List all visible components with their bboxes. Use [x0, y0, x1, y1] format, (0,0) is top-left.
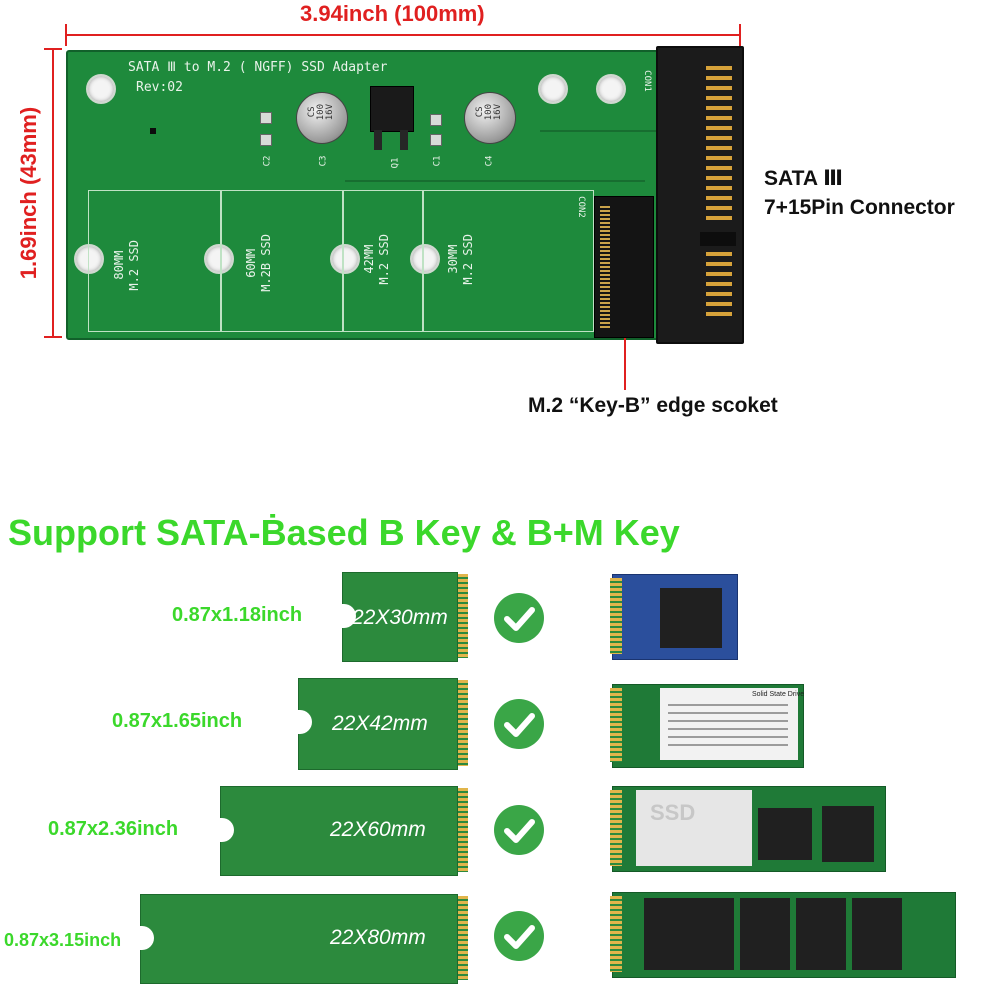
zone-80mm	[88, 190, 222, 332]
mounting-hole	[538, 74, 568, 104]
checkmark-icon	[494, 805, 544, 855]
ssd-size-label-42mm: 22X42mm	[332, 712, 428, 735]
ssd-notch	[342, 604, 356, 628]
ssd-inch-label-80mm: 0.87x3.15inch	[4, 930, 122, 950]
mounting-hole	[204, 244, 234, 274]
ssd-photo-chip	[796, 898, 846, 970]
ref-c1: C1	[432, 155, 443, 167]
ssd-notch	[220, 818, 234, 842]
zone-60mm	[220, 190, 344, 332]
zone-60mm-label: 60MM M.2B SSD	[244, 234, 273, 292]
smd-pad	[430, 114, 442, 126]
capacitor-c4	[464, 92, 516, 144]
checkmark-icon	[494, 699, 544, 749]
width-dimension-tick-left	[65, 24, 67, 46]
pcb-title: SATA Ⅲ to M.2 ( NGFF) SSD Adapter	[128, 60, 388, 75]
ssd-size-label-30mm: 22X30mm	[352, 606, 448, 629]
ssd-photo-chip	[644, 898, 734, 970]
ssd-gold-fingers	[458, 896, 468, 980]
pcb-revision: Rev:02	[136, 80, 183, 95]
ssd-photo-label	[636, 790, 752, 866]
ssd-diagram-42mm	[298, 678, 458, 770]
width-dimension-label: 3.94inch (100mm)	[300, 1, 485, 26]
regulator-q1	[370, 86, 414, 132]
mounting-hole	[86, 74, 116, 104]
sata-power-pins	[706, 66, 732, 226]
mounting-hole	[596, 74, 626, 104]
ssd-photo-gold-fingers	[610, 896, 622, 972]
ssd-photo-label-title: Solid State Drive	[752, 691, 805, 698]
zone-30mm	[422, 190, 594, 332]
zone-30mm-label: 30MM M.2 SSD	[446, 234, 475, 285]
mounting-hole	[330, 244, 360, 274]
ref-con1: CON1	[641, 70, 652, 92]
smd-pad	[430, 134, 442, 146]
ref-c2: C2	[262, 155, 273, 167]
ssd-gold-fingers	[458, 574, 468, 658]
ssd-photo-gold-fingers	[610, 790, 622, 866]
zone-42mm	[342, 190, 424, 332]
sata-callout-line1: SATA Ⅲ	[764, 167, 843, 190]
height-dimension-line	[52, 48, 54, 338]
ref-c4: C4	[484, 155, 495, 167]
ssd-inch-label-42mm: 0.87x1.65inch	[112, 710, 243, 732]
ssd-notch	[140, 926, 154, 950]
zone-80mm-label: 80MM M.2 SSD	[112, 240, 141, 291]
smd-pad	[260, 134, 272, 146]
smd-pad	[260, 112, 272, 124]
capacitor-c4-marking: CS 100 16V	[475, 104, 503, 121]
ssd-photo-chip	[852, 898, 902, 970]
width-dimension-tick-right	[739, 24, 741, 46]
checkmark-icon	[494, 911, 544, 961]
height-dimension-label: 1.69inch (43mm)	[16, 106, 41, 280]
socket-callout: M.2 “Key-B” edge scoket	[528, 394, 778, 417]
height-dimension-tick-top	[44, 48, 62, 50]
ssd-photo-gold-fingers	[610, 688, 622, 762]
ssd-photo-chip	[740, 898, 790, 970]
ssd-photo-chip	[660, 588, 722, 648]
sata-key-gap	[700, 232, 736, 246]
regulator-q1-leg	[374, 130, 382, 150]
width-dimension-line	[66, 34, 740, 36]
ssd-diagram-60mm	[220, 786, 458, 876]
ssd-inch-label-60mm: 0.87x2.36inch	[48, 818, 179, 840]
headline: Support SATA-Ḃased B Key & B+M Key	[8, 512, 680, 553]
zone-42mm-label: 42MM M.2 SSD	[362, 234, 391, 285]
ssd-photo-chip	[822, 806, 874, 862]
ref-con2: CON2	[575, 196, 586, 218]
ssd-gold-fingers	[458, 788, 468, 872]
regulator-q1-leg	[400, 130, 408, 150]
height-dimension-tick-bottom	[44, 336, 62, 338]
pcb-trace	[345, 180, 645, 182]
m2-socket-pins	[600, 206, 610, 330]
ssd-diagram-80mm	[140, 894, 458, 984]
ssd-size-label-80mm: 22X80mm	[330, 926, 426, 949]
capacitor-c3	[296, 92, 348, 144]
socket-callout-line	[624, 338, 626, 390]
mounting-hole	[74, 244, 104, 274]
capacitor-c3-marking: CS 100 16V	[307, 104, 335, 121]
via-dot	[150, 128, 156, 134]
sata-data-pins	[706, 252, 732, 316]
ref-c3: C3	[318, 155, 329, 167]
ssd-notch	[298, 710, 312, 734]
ssd-size-label-60mm: 22X60mm	[330, 818, 426, 841]
ref-q1: Q1	[390, 157, 401, 169]
ssd-photo-gold-fingers	[610, 578, 622, 654]
ssd-photo-label-lines	[668, 704, 788, 752]
mounting-hole	[410, 244, 440, 274]
pcb-trace	[540, 130, 660, 132]
ssd-photo-chip	[758, 808, 812, 860]
ssd-inch-label-30mm: 0.87x1.18inch	[172, 604, 303, 626]
checkmark-icon	[494, 593, 544, 643]
sata-callout-line2: 7+15Pin Connector	[764, 196, 955, 219]
ssd-photo-brand: SSD	[650, 800, 696, 825]
ssd-gold-fingers	[458, 680, 468, 766]
